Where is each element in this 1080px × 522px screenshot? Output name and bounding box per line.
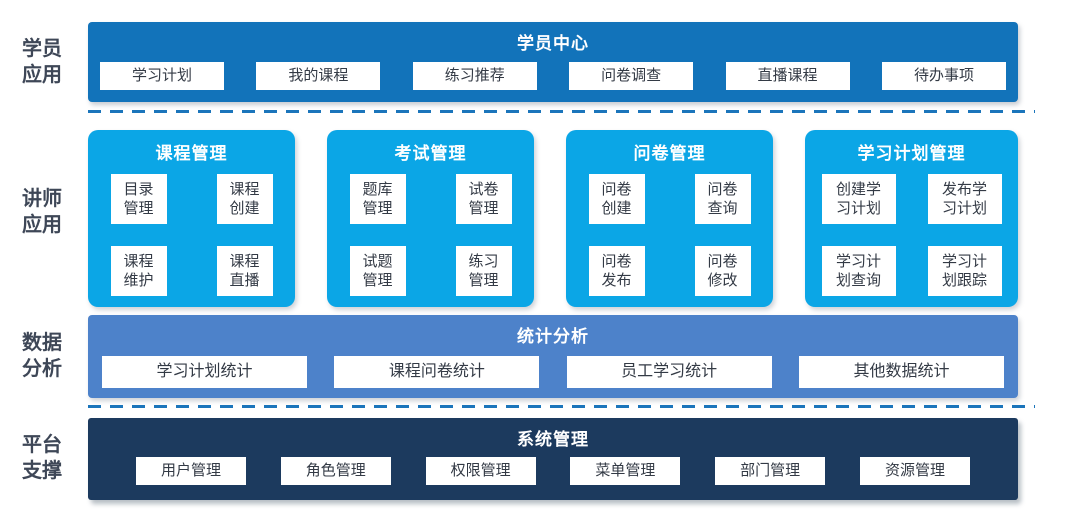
row-label-line: 应用 [22, 64, 62, 86]
row-label-line: 讲师 [22, 188, 62, 210]
row-label-line: 学员 [22, 38, 62, 60]
cell-course-creation: 课程创建 [216, 174, 273, 224]
chip-course-survey-stats: 课程问卷统计 [334, 356, 540, 388]
card-title: 课程管理 [155, 144, 228, 163]
cell-question-management: 试题管理 [349, 246, 406, 296]
module-card-study-plan-management: 学习计划管理 创建学习计划 发布学习计划 学习计划查询 学习计划跟踪 [805, 130, 1018, 307]
row-label-instructor-application: 讲师 应用 [0, 186, 84, 238]
chip-department-management: 部门管理 [715, 457, 826, 485]
statistics-band: 统计分析 学习计划统计 课程问卷统计 员工学习统计 其他数据统计 [88, 315, 1018, 398]
chip-todo: 待办事项 [881, 62, 1006, 90]
chip-employee-study-stats: 员工学习统计 [566, 356, 772, 388]
cell-survey-publish: 问卷发布 [588, 246, 645, 296]
chip-user-management: 用户管理 [136, 457, 246, 485]
row-label-line: 平台 [22, 434, 62, 456]
chip-study-plan: 学习计划 [100, 62, 224, 90]
module-card-exam-management: 考试管理 题库管理 试卷管理 试题管理 练习管理 [327, 130, 534, 307]
row-label-platform-support: 平台 支撑 [0, 432, 84, 484]
statistics-title: 统计分析 [517, 327, 589, 346]
chip-permission-management: 权限管理 [425, 457, 536, 485]
cell-publish-study-plan: 发布学习计划 [927, 174, 1002, 224]
system-management-band: 系统管理 用户管理 角色管理 权限管理 菜单管理 部门管理 资源管理 [88, 418, 1018, 500]
dashed-separator [88, 110, 1035, 113]
row-label-line: 应用 [22, 214, 62, 236]
chip-resource-management: 资源管理 [859, 457, 970, 485]
chip-study-plan-stats: 学习计划统计 [102, 356, 307, 388]
card-title: 学习计划管理 [857, 144, 966, 163]
card-title: 考试管理 [394, 144, 467, 163]
cell-paper-management: 试卷管理 [455, 174, 512, 224]
cell-survey-creation: 问卷创建 [588, 174, 645, 224]
module-card-survey-management: 问卷管理 问卷创建 问卷查询 问卷发布 问卷修改 [566, 130, 773, 307]
dashed-separator [88, 405, 1035, 408]
row-label-student-application: 学员 应用 [0, 36, 84, 88]
row-label-line: 支撑 [22, 460, 62, 482]
chip-other-data-stats: 其他数据统计 [798, 356, 1004, 388]
cell-track-study-plan: 学习计划跟踪 [927, 246, 1002, 296]
chip-my-courses: 我的课程 [256, 62, 381, 90]
system-chip-row: 用户管理 角色管理 权限管理 菜单管理 部门管理 资源管理 [88, 450, 1018, 485]
student-center-band: 学员中心 学习计划 我的课程 练习推荐 问卷调查 直播课程 待办事项 [88, 22, 1018, 102]
card-title: 问卷管理 [633, 144, 706, 163]
student-center-title: 学员中心 [517, 34, 589, 53]
row-label-line: 分析 [22, 358, 62, 380]
cell-practice-management: 练习管理 [455, 246, 512, 296]
card-grid: 题库管理 试卷管理 试题管理 练习管理 [327, 174, 534, 296]
cell-course-live: 课程直播 [216, 246, 273, 296]
cell-question-bank-management: 题库管理 [349, 174, 406, 224]
cell-survey-query: 问卷查询 [694, 174, 751, 224]
chip-survey: 问卷调查 [569, 62, 694, 90]
card-grid: 目录管理 课程创建 课程维护 课程直播 [88, 174, 295, 296]
chip-role-management: 角色管理 [280, 457, 391, 485]
statistics-chip-row: 学习计划统计 课程问卷统计 员工学习统计 其他数据统计 [88, 347, 1018, 388]
chip-practice-recommend: 练习推荐 [412, 62, 537, 90]
card-grid: 创建学习计划 发布学习计划 学习计划查询 学习计划跟踪 [805, 174, 1018, 296]
cell-catalog-management: 目录管理 [110, 174, 167, 224]
cell-course-maintenance: 课程维护 [110, 246, 167, 296]
student-center-chip-row: 学习计划 我的课程 练习推荐 问卷调查 直播课程 待办事项 [88, 54, 1018, 90]
card-grid: 问卷创建 问卷查询 问卷发布 问卷修改 [566, 174, 773, 296]
cell-query-study-plan: 学习计划查询 [821, 246, 896, 296]
cell-create-study-plan: 创建学习计划 [821, 174, 896, 224]
row-label-line: 数据 [22, 332, 62, 354]
row-label-data-analysis: 数据 分析 [0, 330, 84, 382]
instructor-modules-row: 课程管理 目录管理 课程创建 课程维护 课程直播 考试管理 题库管理 试卷管理 … [88, 130, 1018, 307]
chip-menu-management: 菜单管理 [570, 457, 681, 485]
chip-live-courses: 直播课程 [725, 62, 850, 90]
system-title: 系统管理 [517, 430, 589, 449]
cell-survey-modify: 问卷修改 [694, 246, 751, 296]
module-card-course-management: 课程管理 目录管理 课程创建 课程维护 课程直播 [88, 130, 295, 307]
